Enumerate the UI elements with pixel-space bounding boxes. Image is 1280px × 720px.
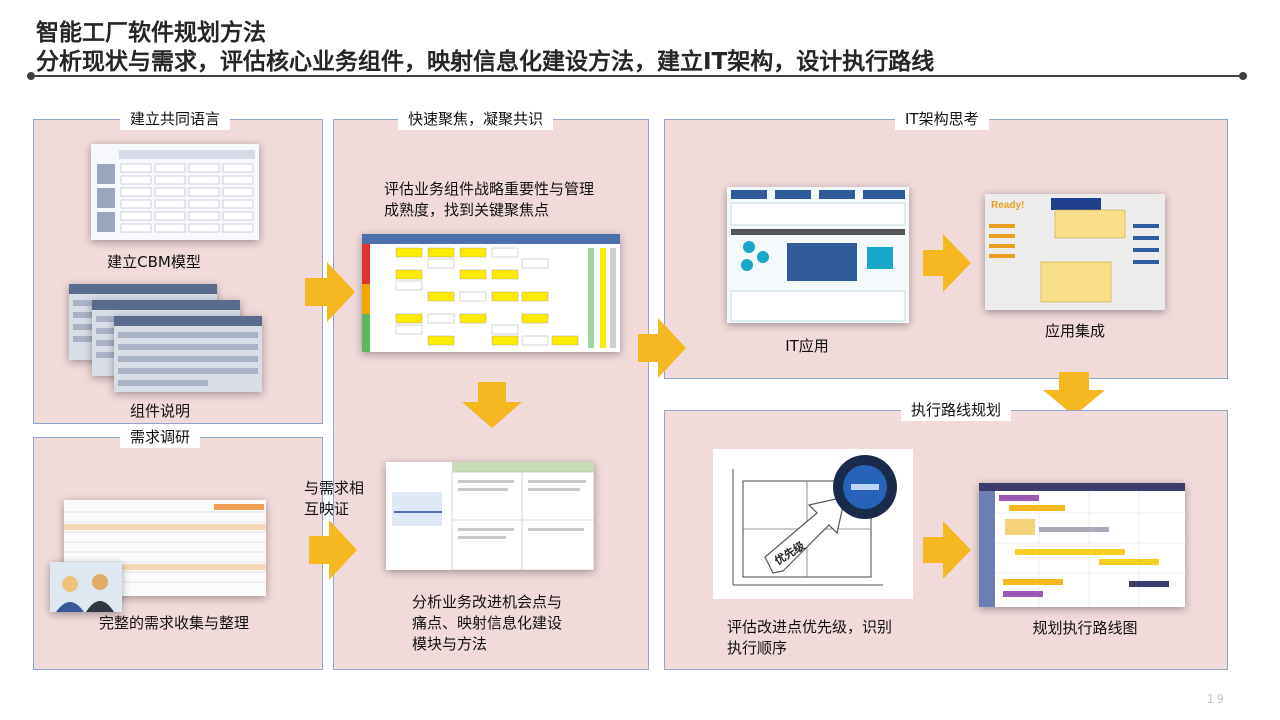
- cbm-caption: 建立CBM模型: [107, 253, 201, 271]
- it-application-thumbnail: [727, 187, 909, 323]
- it-application-caption: IT应用: [785, 337, 829, 355]
- roadmap-gantt-thumbnail: [979, 483, 1185, 607]
- panel-roadmap: 执行路线规划 优先级 评估改进点优先级，识别执行顺序: [664, 399, 1228, 670]
- page-number: 19: [1206, 692, 1226, 706]
- component-sheet: [114, 316, 262, 392]
- panel-title: 快速聚焦，凝聚共识: [398, 108, 554, 130]
- page-subtitle: 分析现状与需求，评估核心业务组件，映射信息化建设方法，建立IT架构，设计执行路线: [36, 49, 935, 75]
- right-arrow: [923, 234, 971, 292]
- panel-focus: 快速聚焦，凝聚共识 评估业务组件战略重要性与管理成熟度，找到关键聚焦点: [304, 108, 649, 670]
- down-arrow: [1043, 372, 1105, 416]
- divider-dot-left: [27, 72, 35, 80]
- mapping-note: 与需求相互映证: [304, 479, 365, 518]
- title-divider: [30, 75, 1242, 77]
- cbm-model-thumbnail: [91, 144, 259, 240]
- component-matrix-thumbnail: [362, 234, 620, 352]
- application-integration-caption: 应用集成: [1044, 322, 1105, 340]
- panel-it-architecture: IT架构思考 IT应用 Ready! 应用集成: [664, 108, 1228, 379]
- panel-title: IT架构思考: [895, 108, 989, 130]
- requirements-caption: 完整的需求收集与整理: [98, 614, 249, 632]
- component-caption: 组件说明: [129, 402, 190, 420]
- divider-dot-right: [1239, 72, 1247, 80]
- right-arrow: [638, 318, 686, 378]
- roadmap-caption: 规划执行路线图: [1032, 619, 1138, 637]
- right-arrow: [305, 262, 355, 322]
- panel-requirements: 需求调研 完整的需求收集与整理: [33, 426, 323, 670]
- svg-text:Ready!: Ready!: [991, 200, 1024, 211]
- analysis-table-thumbnail: [386, 462, 594, 570]
- panel-title: 执行路线规划: [901, 399, 1012, 421]
- priority-chart-thumbnail: 优先级: [713, 449, 913, 599]
- priority-text: 评估改进点优先级，识别执行顺序: [727, 618, 893, 657]
- panel-title: 建立共同语言: [120, 108, 231, 130]
- meeting-photo: [50, 562, 122, 612]
- page-title: 智能工厂软件规划方法: [36, 20, 266, 46]
- right-arrow: [923, 521, 971, 579]
- right-arrow: [309, 520, 357, 580]
- panel-common-language: 建立共同语言 建立CBM模型 组件说明: [33, 108, 323, 424]
- application-integration-thumbnail: Ready!: [985, 194, 1165, 310]
- down-arrow: [462, 382, 522, 428]
- analysis-text: 分析业务改进机会点与痛点、映射信息化建设模块与方法: [412, 593, 563, 653]
- panel-title: 需求调研: [120, 426, 201, 448]
- assess-text: 评估业务组件战略重要性与管理成熟度，找到关键聚焦点: [384, 180, 595, 219]
